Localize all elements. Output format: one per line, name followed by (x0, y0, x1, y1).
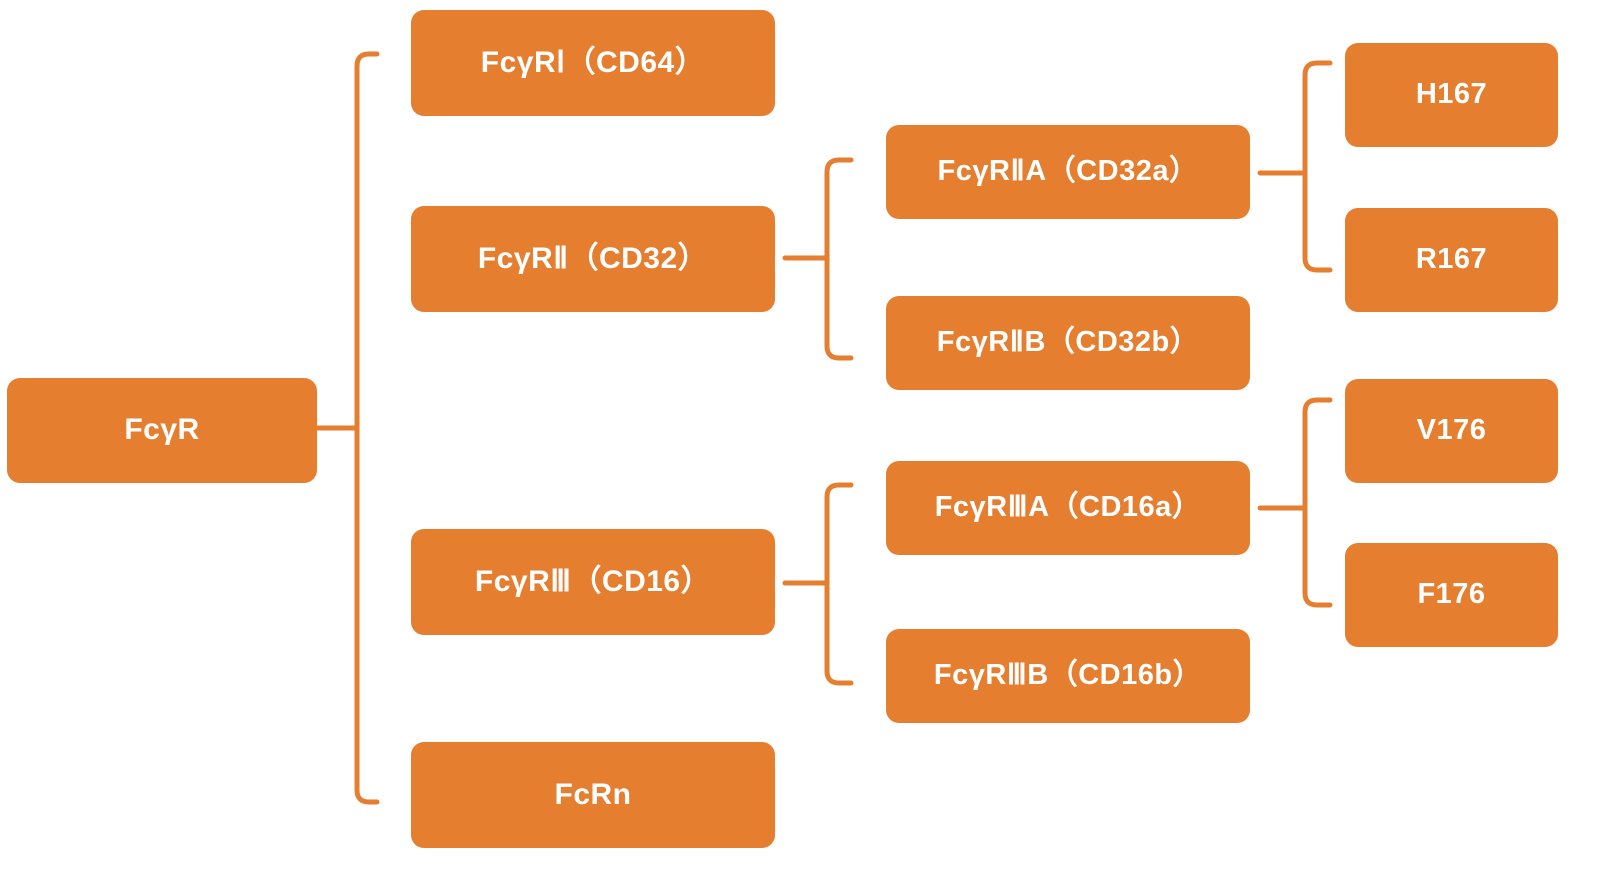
connector-root-bracket (314, 51, 380, 805)
node-h167-label: H167 (1415, 78, 1488, 111)
node-fcgr-label: FcγR (124, 413, 200, 447)
node-fcgr2b-label: FcγRⅡB（CD32b） (936, 326, 1200, 359)
node-fcgr3[interactable]: FcγRⅢ（CD16） (411, 529, 775, 635)
node-fcgr1-label: FcγRⅠ（CD64） (480, 45, 706, 79)
node-fcgr2a[interactable]: FcγRⅡA（CD32a） (886, 125, 1250, 219)
node-f176[interactable]: F176 (1345, 543, 1558, 647)
connector-fcgr3-bracket (782, 482, 854, 686)
node-fcgr[interactable]: FcγR (7, 378, 317, 483)
node-h167[interactable]: H167 (1345, 43, 1558, 147)
node-r167[interactable]: R167 (1345, 208, 1558, 312)
node-fcgr3b[interactable]: FcγRⅢB（CD16b） (886, 629, 1250, 723)
node-fcgr3a[interactable]: FcγRⅢA（CD16a） (886, 461, 1250, 555)
connector-fcgr2-bracket (782, 157, 854, 361)
node-fcgr3a-label: FcγRⅢA（CD16a） (934, 491, 1202, 524)
node-fcgr3-label: FcγRⅢ（CD16） (474, 564, 712, 598)
node-fcgr2b[interactable]: FcγRⅡB（CD32b） (886, 296, 1250, 390)
node-v176[interactable]: V176 (1345, 379, 1558, 483)
node-fcrn[interactable]: FcRn (411, 742, 775, 848)
node-fcgr1[interactable]: FcγRⅠ（CD64） (411, 10, 775, 116)
node-fcgr2a-label: FcγRⅡA（CD32a） (937, 155, 1199, 188)
node-v176-label: V176 (1416, 414, 1487, 447)
node-fcgr2-label: FcγRⅡ（CD32） (477, 241, 709, 275)
node-fcrn-label: FcRn (554, 777, 632, 811)
node-f176-label: F176 (1417, 578, 1486, 611)
node-fcgr3b-label: FcγRⅢB（CD16b） (933, 659, 1203, 692)
connector-fcgr3a-bracket (1257, 397, 1333, 608)
connector-fcgr2a-bracket (1257, 60, 1333, 273)
node-r167-label: R167 (1415, 243, 1488, 276)
node-fcgr2[interactable]: FcγRⅡ（CD32） (411, 206, 775, 312)
